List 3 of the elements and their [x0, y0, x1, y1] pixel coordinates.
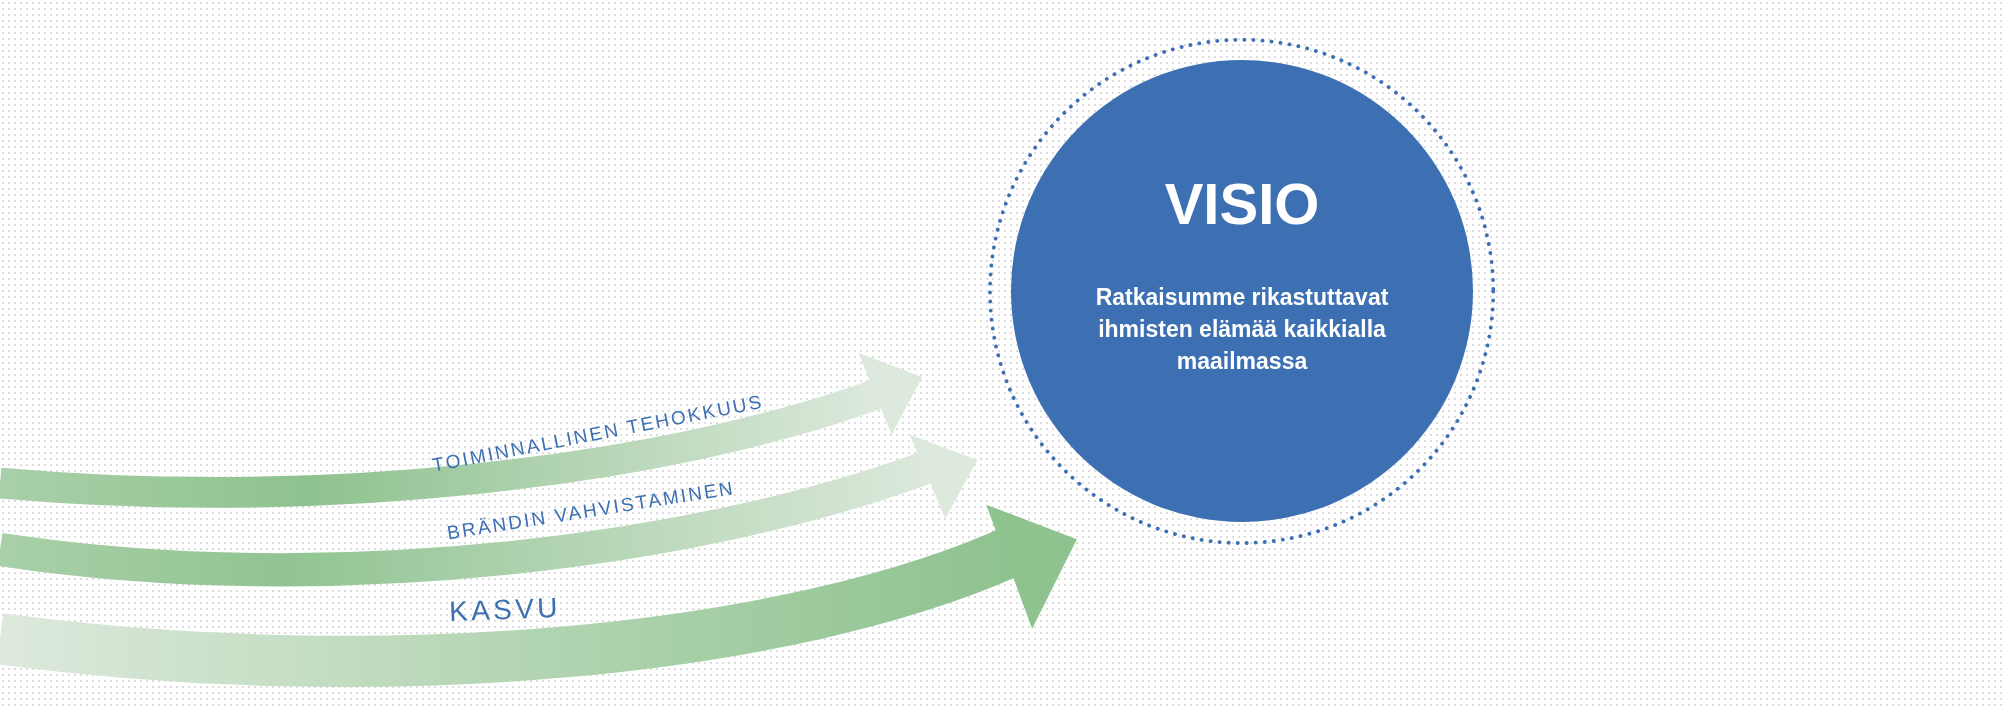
arrow-label: KASVU	[448, 591, 562, 629]
vision-title: VISIO	[1164, 174, 1320, 233]
vision-statement: Ratkaisumme rikastuttavat ihmisten elämää kaikkialla maailmassa	[1094, 282, 1390, 377]
